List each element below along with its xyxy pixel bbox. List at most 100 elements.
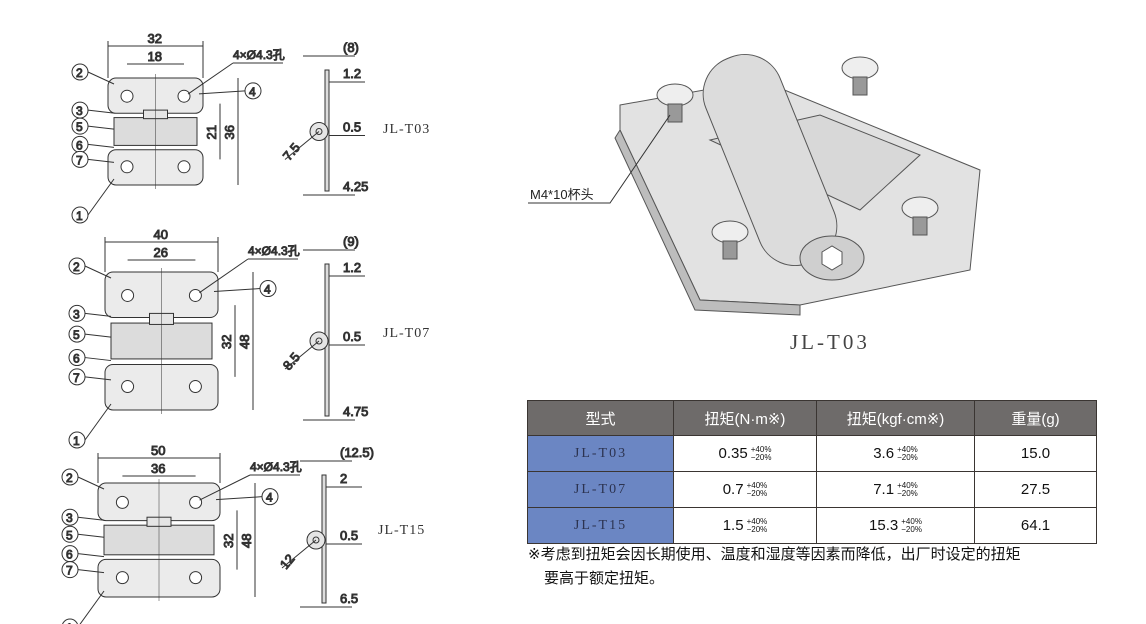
- cell-weight: 64.1: [974, 507, 1097, 544]
- col-header-model: 型式: [527, 400, 674, 436]
- cell-torque-kgf: 15.3+40%−20%: [816, 507, 975, 544]
- dimension-label: 0.5: [343, 120, 361, 135]
- cell-torque-nm: 0.7+40%−20%: [673, 471, 817, 508]
- dimension-label: 12: [277, 551, 298, 572]
- dimension-label: 4×Ø4.3孔: [248, 244, 300, 258]
- dimension-label: 7: [73, 371, 80, 385]
- hole: [188, 380, 202, 394]
- footnote: ※考虑到扭矩会因长期使用、温度和湿度等因素而降低，出厂时设定的扭矩 要高于额定扭…: [528, 543, 1098, 591]
- dimension-label: 0.5: [343, 329, 361, 344]
- dimension-label: 7: [66, 564, 73, 578]
- col-header-torque-kgf: 扭矩(kgf·cm※): [816, 400, 975, 436]
- tolerance: +40%−20%: [897, 445, 918, 463]
- dimension-label: 32: [219, 335, 234, 349]
- hex-socket: [821, 245, 843, 271]
- dimension-label: 36: [151, 461, 165, 476]
- hole: [189, 571, 203, 585]
- cell-weight: 27.5: [974, 471, 1097, 508]
- dimension-label: 6: [76, 138, 83, 152]
- dimension-label: 4.75: [343, 404, 368, 419]
- dimension-label: 48: [237, 335, 252, 349]
- hole: [120, 160, 134, 174]
- cell-model: JL-T07: [527, 471, 674, 508]
- dimension-label: 3: [66, 511, 73, 525]
- cell-weight: 15.0: [974, 435, 1097, 472]
- table-row: JL-T07 0.7+40%−20% 7.1+40%−20% 27.5: [527, 471, 1097, 508]
- dimension-label: 21: [204, 125, 219, 139]
- dimension-label: (12.5): [340, 445, 374, 460]
- cell-torque-kgf: 7.1+40%−20%: [816, 471, 975, 508]
- hole: [115, 495, 129, 509]
- cell-torque-nm: 0.35+40%−20%: [673, 435, 817, 472]
- dimension-label: 5: [66, 528, 73, 542]
- dimension-label: 32: [148, 31, 162, 46]
- dimension-label: 2: [73, 260, 80, 274]
- hole: [121, 380, 135, 394]
- tolerance: +40%−20%: [746, 517, 768, 535]
- dimension-label: 4.25: [343, 179, 368, 194]
- dimension-label: 7.5: [280, 140, 303, 163]
- hole: [121, 288, 135, 302]
- hole: [189, 495, 203, 509]
- cell-torque-nm: 1.5+40%−20%: [673, 507, 817, 544]
- base-plate-edge: [614, 128, 801, 316]
- dimension-label: 2: [66, 471, 73, 485]
- drawing-model-label-1: JL-T03: [383, 122, 431, 137]
- footnote-line-1: ※考虑到扭矩会因长期使用、温度和湿度等因素而降低，出厂时设定的扭矩: [528, 546, 1021, 563]
- hole: [177, 160, 191, 174]
- dimension-label: 5: [73, 328, 80, 342]
- dimension-label: 3: [73, 307, 80, 321]
- dimension-label: 1: [76, 209, 83, 223]
- dimension-label: 1: [66, 621, 73, 624]
- dimension-label: 6: [66, 548, 73, 562]
- screws: [656, 56, 939, 260]
- dimension-label: 32: [221, 534, 236, 548]
- tolerance: +40%−20%: [746, 481, 768, 499]
- dimension-label: 18: [148, 49, 162, 64]
- dimension-label: 40: [154, 227, 168, 242]
- dimension-label: 4: [264, 283, 271, 297]
- dimension-label: 6: [73, 352, 80, 366]
- hole: [188, 288, 202, 302]
- drawing-model-label-2: JL-T07: [383, 326, 431, 341]
- col-header-torque-nm: 扭矩(N·m※): [673, 400, 817, 436]
- hole: [115, 571, 129, 585]
- dimension-label: 48: [239, 534, 254, 548]
- dimension-label: 2: [76, 66, 83, 80]
- dimension-label: 50: [151, 443, 165, 458]
- tolerance: +40%−20%: [897, 481, 918, 499]
- footnote-line-2: 要高于额定扭矩。: [544, 570, 665, 587]
- spec-table: 型式 扭矩(N·m※) 扭矩(kgf·cm※) 重量(g) JL-T03 0.3…: [527, 400, 1097, 544]
- dimension-label: 4: [266, 491, 273, 505]
- hole: [177, 89, 191, 103]
- table-row: JL-T03 0.35+40%−20% 3.6+40%−20% 15.0: [527, 435, 1097, 472]
- dimension-label: 5: [76, 120, 83, 134]
- dimension-label: 36: [222, 125, 237, 139]
- dimension-label: 4×Ø4.3孔: [250, 460, 302, 474]
- dimension-label: 7: [76, 153, 83, 167]
- dimension-label: 4: [249, 85, 256, 99]
- dimension-label: 2: [340, 471, 347, 486]
- product-caption: JL-T03: [790, 330, 870, 354]
- dimension-label: 1.2: [343, 66, 361, 81]
- screw-label: M4*10杯头: [530, 187, 594, 202]
- product-image: M4*10杯头: [528, 53, 981, 316]
- dimension-label: 6.5: [340, 591, 358, 606]
- drawing-model-label-3: JL-T15: [378, 523, 426, 538]
- col-header-weight: 重量(g): [974, 400, 1097, 436]
- dimension-label: 1: [73, 434, 80, 448]
- dimension-label: (9): [343, 234, 359, 249]
- cell-torque-kgf: 3.6+40%−20%: [816, 435, 975, 472]
- hole: [120, 89, 134, 103]
- tolerance: +40%−20%: [901, 517, 922, 535]
- table-row: JL-T15 1.5+40%−20% 15.3+40%−20% 64.1: [527, 507, 1097, 544]
- dimension-label: 8.5: [280, 349, 303, 372]
- tolerance: +40%−20%: [750, 445, 772, 463]
- dimension-label: 26: [154, 245, 168, 260]
- dimension-label: (8): [343, 40, 359, 55]
